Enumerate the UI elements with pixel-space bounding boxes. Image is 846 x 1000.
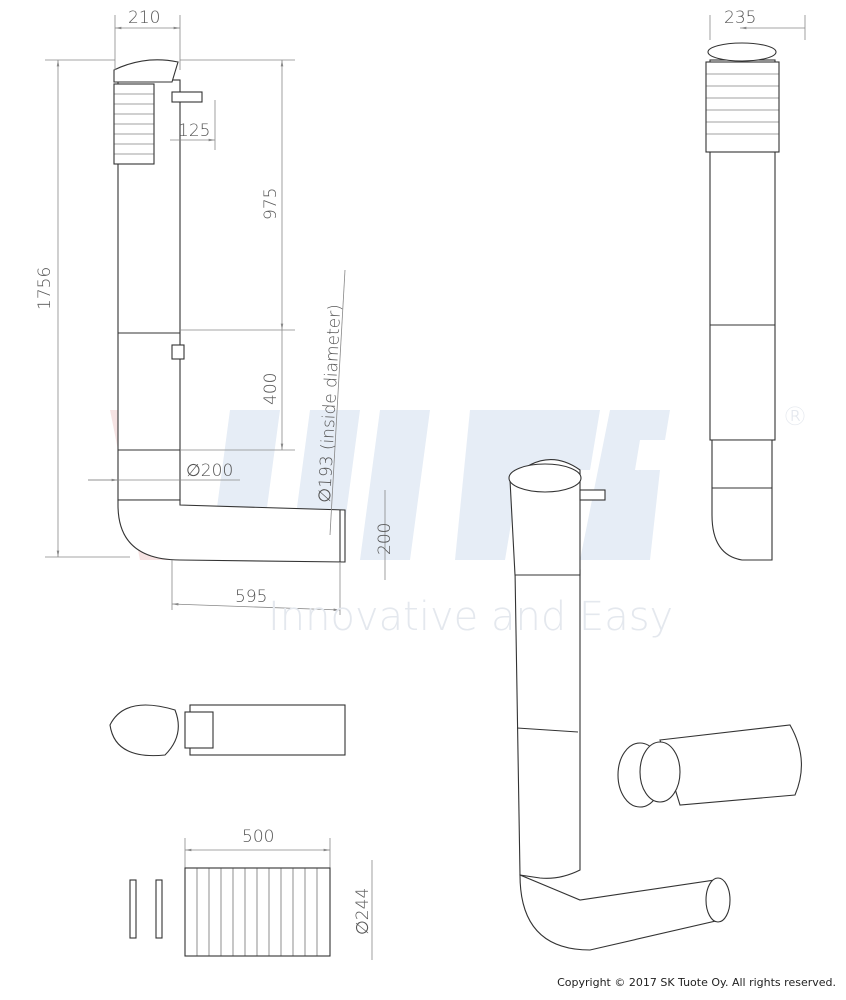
top-view (109, 704, 346, 757)
dim-bracket-offset: 125 (178, 121, 210, 141)
flexible-hose-iso (617, 724, 802, 808)
vilpe-watermark-logo: ® Innovative and Easy (268, 402, 808, 640)
side-view (705, 42, 780, 561)
dim-side-width: 235 (724, 8, 756, 28)
dim-hose-diameter: ∅244 (353, 888, 373, 935)
hose-ribs (196, 868, 318, 956)
flexible-hose (184, 867, 331, 957)
dim-lower-height: 400 (261, 373, 281, 405)
copyright-notice: Copyright © 2017 SK Tuote Oy. All rights… (557, 976, 836, 989)
dimension-lines (45, 15, 806, 960)
front-view (113, 59, 346, 563)
hose-clips (129, 879, 163, 939)
dim-outlet-height: 200 (375, 523, 395, 555)
dim-front-width: 210 (128, 8, 160, 28)
dim-upper-height: 975 (261, 188, 281, 220)
dim-hose-length: 500 (242, 827, 274, 847)
watermark-tagline: Innovative and Easy (268, 594, 673, 640)
dim-outlet-length: 595 (235, 587, 267, 607)
dim-total-height: 1756 (35, 267, 55, 310)
side-louvre-lines (706, 73, 779, 135)
louvre-lines (114, 93, 154, 155)
watermark-registered-mark: ® (782, 402, 808, 432)
dim-outer-diameter: ∅200 (186, 461, 233, 481)
isometric-view (508, 459, 731, 951)
